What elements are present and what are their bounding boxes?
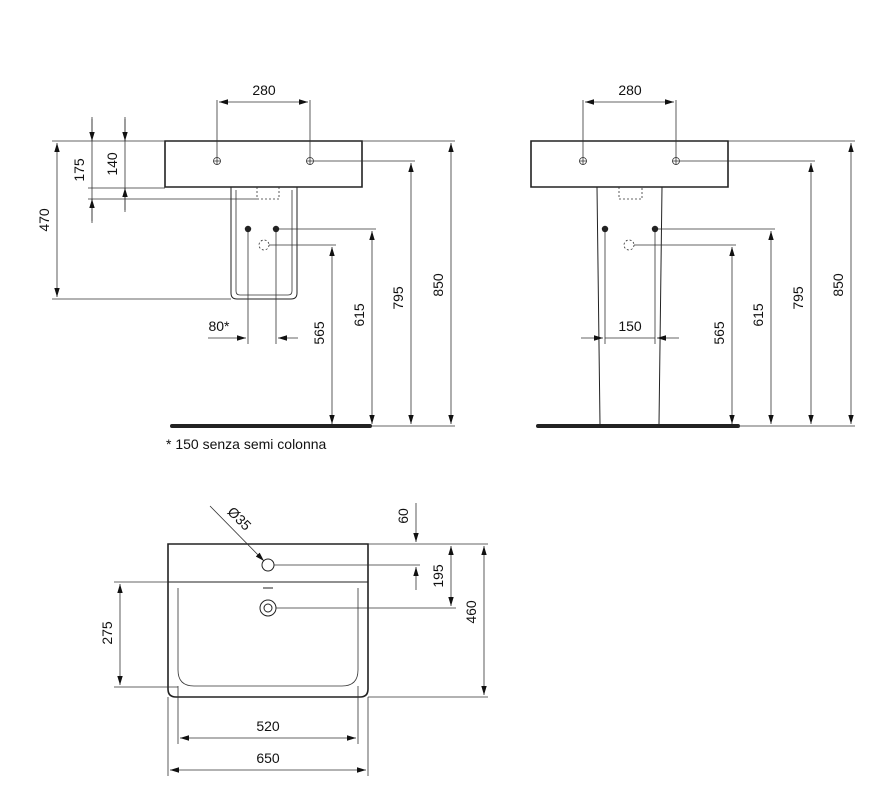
side-label-565: 565	[311, 321, 327, 345]
front-basin-outline	[530, 140, 729, 188]
top-leader-35	[209, 505, 265, 562]
top-basin-outline	[167, 543, 369, 698]
side-waste-circle	[258, 239, 270, 251]
top-inner-bowl	[177, 588, 359, 687]
side-view: 280 175 140 470 80* 565	[36, 82, 455, 452]
top-label-460: 460	[463, 600, 479, 624]
side-label-280: 280	[252, 82, 276, 98]
side-label-470: 470	[36, 208, 52, 232]
side-label-140: 140	[104, 152, 120, 176]
side-half-pedestal	[230, 187, 298, 300]
side-label-850: 850	[430, 273, 446, 297]
front-label-150: 150	[618, 318, 642, 334]
front-siphon	[618, 187, 643, 200]
front-label-615: 615	[750, 303, 766, 327]
side-label-795: 795	[390, 286, 406, 310]
side-pedestal-inner	[235, 190, 293, 296]
side-supply-dot-left	[244, 225, 252, 233]
front-waste-circle	[623, 239, 635, 251]
side-label-80: 80*	[208, 318, 230, 334]
top-label-60: 60	[395, 508, 411, 524]
front-label-850: 850	[830, 273, 846, 297]
front-supply-dot-left	[601, 225, 609, 233]
side-supply-dot-right	[272, 225, 280, 233]
side-basin-outline	[164, 140, 363, 188]
side-siphon	[256, 187, 280, 200]
front-label-565: 565	[711, 321, 727, 345]
front-label-795: 795	[790, 286, 806, 310]
top-label-275: 275	[99, 621, 115, 645]
top-drain	[259, 599, 277, 617]
top-label-35: Ø35	[225, 503, 255, 533]
side-footnote: * 150 senza semi colonna	[166, 436, 327, 452]
top-view: Ø35 60 195 460 275 520 650	[99, 503, 488, 776]
front-view: 280 150 565 615 795 850	[530, 82, 855, 428]
side-label-175: 175	[71, 158, 87, 182]
front-label-280: 280	[618, 82, 642, 98]
front-supply-dot-right	[651, 225, 659, 233]
top-label-195: 195	[430, 564, 446, 588]
top-label-650: 650	[256, 750, 280, 766]
front-pedestal	[596, 186, 663, 425]
top-label-520: 520	[256, 718, 280, 734]
side-label-615: 615	[351, 303, 367, 327]
